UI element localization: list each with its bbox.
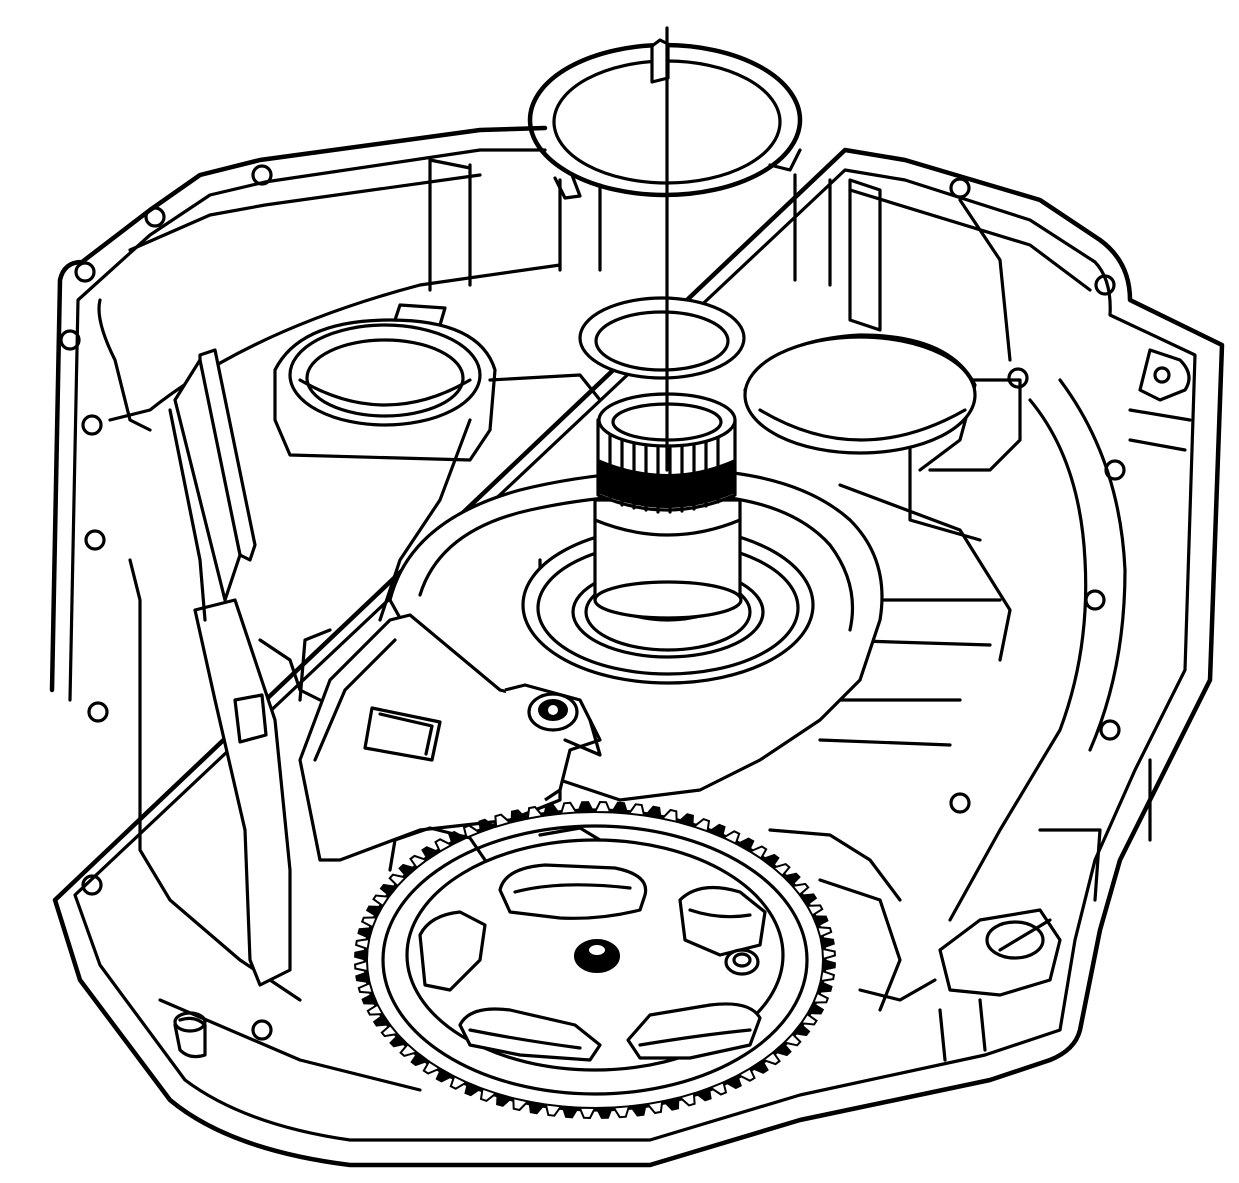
case-inner-walls (108, 158, 1192, 1092)
gear-tooth (398, 863, 418, 879)
gear-tooth (821, 947, 836, 961)
gear-tooth (627, 803, 646, 817)
gear-tooth (660, 808, 678, 824)
gear-tooth (781, 872, 801, 887)
gear-tooth (610, 801, 629, 815)
gear-tooth (365, 905, 384, 918)
sensor-plate (298, 613, 562, 862)
gear-tooth (528, 1100, 547, 1115)
gear-tooth (805, 904, 824, 917)
gear-tooth (544, 1103, 563, 1117)
gear-tooth (578, 1106, 597, 1120)
case-outer-flange (49, 125, 1225, 1168)
gear-tooth (706, 823, 726, 839)
gear-tooth (478, 818, 497, 834)
gear-tooth (708, 1080, 728, 1096)
gear-tooth (798, 893, 818, 907)
gear-tooth (422, 1060, 443, 1075)
gear-tooth (721, 830, 741, 845)
gear-tooth (628, 1103, 647, 1117)
gear-tooth (771, 862, 791, 878)
gear-tooth (543, 803, 562, 817)
gear-tooth (410, 1051, 430, 1067)
gear-tooth (379, 883, 399, 898)
gear-tooth (526, 805, 545, 820)
gear-tooth (815, 925, 833, 939)
gear-tooth (409, 854, 429, 870)
gear-tooth (790, 882, 810, 897)
gear-tooth (677, 1091, 696, 1107)
gear-tooth (510, 809, 529, 824)
gear-tooth (380, 1023, 400, 1038)
gear-tooth (462, 824, 482, 840)
gear-tooth (661, 1096, 680, 1111)
gear-tooth (494, 813, 513, 829)
gear-tooth (811, 915, 829, 928)
gear-tooth (693, 1086, 712, 1102)
gear-tooth (354, 937, 371, 951)
gear-tooth (772, 1041, 792, 1057)
gear-tooth (722, 1074, 742, 1090)
gear-tooth (806, 1002, 825, 1015)
gear-tooth (819, 969, 836, 983)
gear-tooth (399, 1042, 419, 1058)
gear-tooth (357, 926, 374, 940)
differential-ring-gear (354, 800, 836, 1120)
right-bearing-bore (743, 333, 977, 472)
gear-tooth (464, 1081, 484, 1097)
center-upper-bore (578, 296, 746, 380)
gear-tooth (735, 837, 755, 853)
support-bracket (168, 348, 332, 987)
gear-tooth (761, 1050, 781, 1066)
gear-tooth (355, 970, 371, 984)
gear-tooth (372, 894, 391, 908)
gear-tooth (749, 1059, 769, 1074)
gear-tooth (643, 805, 662, 820)
gear-tooth (496, 1092, 514, 1107)
gear-tooth (361, 992, 379, 1005)
gear-tooth (782, 1032, 802, 1047)
gear-tooth (357, 981, 375, 995)
gear-tooth (354, 948, 369, 962)
gear-tooth (811, 991, 830, 1004)
gear-tooth (576, 801, 595, 814)
gear-surround (173, 826, 937, 1059)
gear-tooth (449, 1075, 469, 1090)
gear-tooth (645, 1100, 664, 1115)
gear-tooth (389, 1033, 409, 1048)
gear-tooth (736, 1067, 756, 1082)
gear-tooth (354, 959, 369, 973)
gear-tooth (435, 1067, 455, 1083)
left-bearing-bore (273, 303, 497, 462)
gear-tooth (559, 801, 579, 815)
gear-tooth (747, 845, 768, 860)
gear-tooth (791, 1022, 811, 1037)
gear-tooth (561, 1105, 580, 1119)
gear-tooth (366, 1003, 385, 1016)
gear-tooth (799, 1012, 818, 1026)
gear-tooth (760, 853, 780, 869)
gear-tooth (816, 980, 833, 994)
gear-tooth (819, 936, 835, 950)
snap-ring (527, 38, 803, 200)
bolt (504, 683, 602, 802)
gear-tooth (372, 1013, 392, 1027)
gear-tooth (421, 846, 441, 861)
gear-tooth (479, 1087, 499, 1103)
gear-tooth (388, 873, 408, 888)
gear-tooth (512, 1096, 530, 1112)
gear-tooth (593, 800, 612, 814)
gear-tooth (676, 813, 694, 828)
gear-tooth (821, 958, 836, 972)
gear-tooth (434, 838, 454, 853)
gear-tooth (360, 916, 379, 929)
ring-gear-teeth (354, 800, 836, 1120)
gear-tooth (595, 1106, 614, 1119)
gear-tooth (611, 1105, 631, 1119)
gear-tooth (691, 817, 711, 833)
shaft-splines (597, 428, 736, 514)
